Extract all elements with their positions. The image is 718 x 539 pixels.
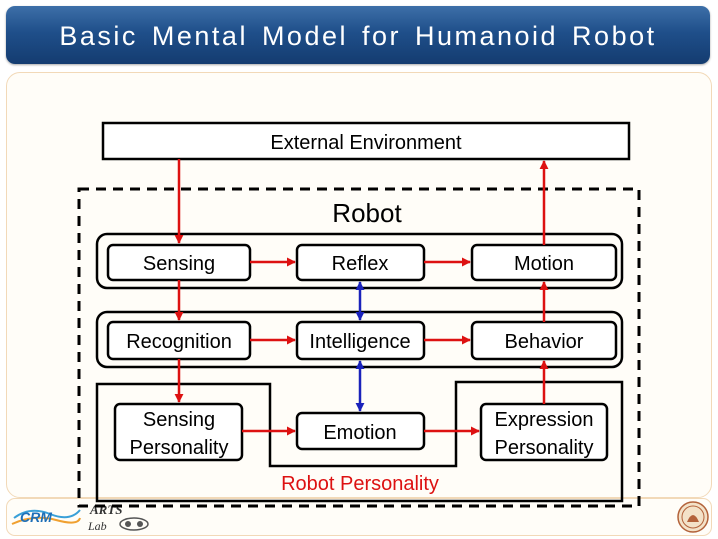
intelligence-label: Intelligence <box>309 331 410 353</box>
behavior-label: Behavior <box>505 331 584 353</box>
expression-personality-label-1: Expression <box>495 409 594 431</box>
recognition-label: Recognition <box>126 331 232 353</box>
crm-logo: CRM <box>11 509 81 525</box>
external-environment-box <box>101 121 631 161</box>
robot-boundary <box>77 187 641 508</box>
sensing-label: Sensing <box>143 253 215 275</box>
personality-region <box>95 380 624 503</box>
title-bar: Basic Mental Model for Humanoid Robot <box>6 6 710 64</box>
svg-text:CRM: CRM <box>20 509 52 525</box>
external-environment-label: External Environment <box>270 132 462 154</box>
footer-bar <box>6 498 712 536</box>
robot-label: Robot <box>332 198 402 228</box>
svg-text:Lab: Lab <box>87 519 107 533</box>
robot-personality-label: Robot Personality <box>281 473 439 495</box>
slide-title: Basic Mental Model for Humanoid Robot <box>59 21 657 51</box>
sensing-personality-label-1: Sensing <box>143 409 215 431</box>
emotion-label: Emotion <box>323 422 396 444</box>
sensing-personality-label-2: Personality <box>130 437 229 459</box>
expression-personality-label-2: Personality <box>495 437 594 459</box>
reflex-label: Reflex <box>332 253 389 275</box>
motion-label: Motion <box>514 253 574 275</box>
university-seal-icon <box>677 501 709 533</box>
